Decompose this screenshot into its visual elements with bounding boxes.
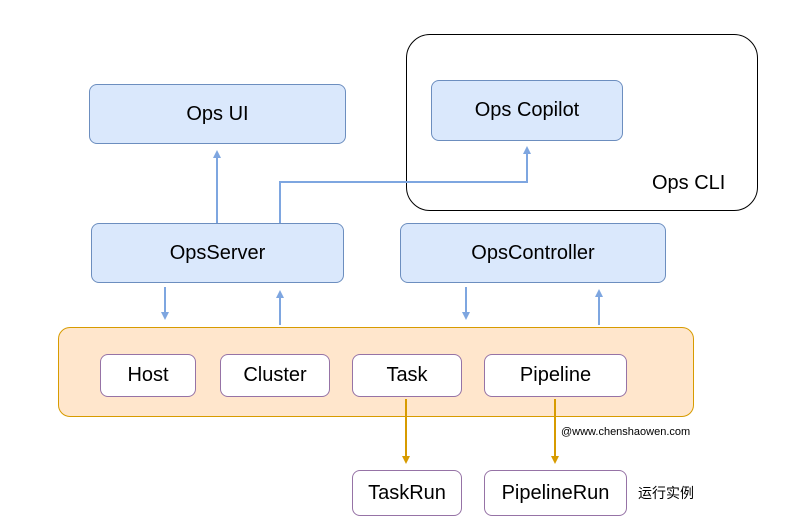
host-node: Host	[100, 354, 196, 397]
ops-copilot-node: Ops Copilot	[431, 80, 623, 141]
task-run-node: TaskRun	[352, 470, 462, 516]
ops-controller-node: OpsController	[400, 223, 666, 283]
pipeline-node: Pipeline	[484, 354, 627, 397]
runtime-instance-label: 运行实例	[638, 485, 694, 501]
cluster-node: Cluster	[220, 354, 330, 397]
pipeline-run-node: PipelineRun	[484, 470, 627, 516]
ops-ui-node: Ops UI	[89, 84, 346, 144]
ops-server-node: OpsServer	[91, 223, 344, 283]
ops-cli-label: Ops CLI	[652, 172, 726, 194]
task-node: Task	[352, 354, 462, 397]
watermark-label: @www.chenshaowen.com	[561, 426, 691, 438]
